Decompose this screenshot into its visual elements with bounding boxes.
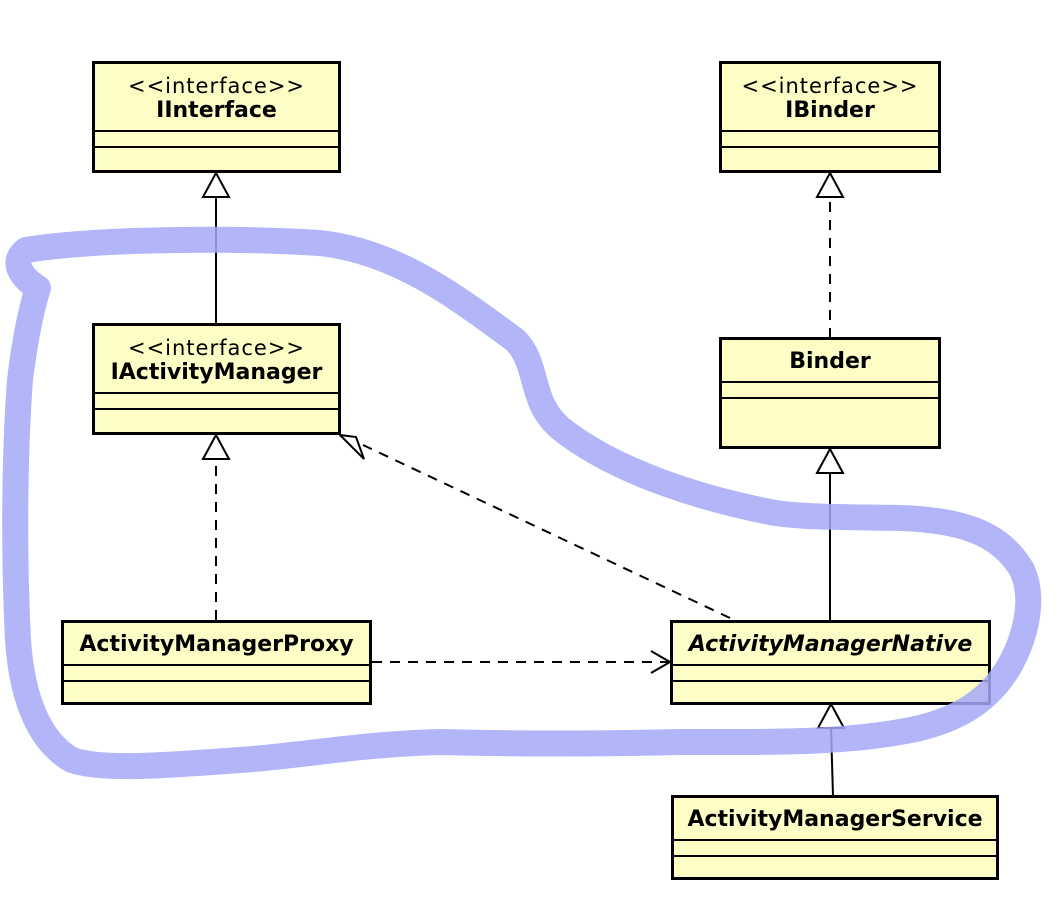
class-name: ActivityManagerProxy: [79, 632, 354, 657]
class-activitymanagerservice: ActivityManagerService: [671, 795, 999, 880]
attributes-compartment: [722, 381, 938, 397]
attributes-compartment: [64, 664, 369, 680]
attributes-compartment: [95, 130, 338, 146]
class-ibinder: <<interface>> IBinder: [719, 61, 941, 173]
hollow-arrowhead: [815, 446, 845, 474]
stereotype-label: <<interface>>: [741, 74, 919, 98]
class-name: IInterface: [156, 98, 277, 123]
operations-compartment: [64, 680, 369, 696]
class-name: IBinder: [785, 98, 875, 123]
edge-native-iactivitymanager: [362, 444, 731, 619]
attributes-compartment: [95, 392, 338, 408]
operations-compartment: [722, 397, 938, 439]
hollow-arrowhead: [816, 701, 846, 729]
stereotype-label: <<interface>>: [127, 336, 306, 360]
hollow-arrowhead: [337, 433, 365, 460]
class-binder: Binder: [719, 337, 941, 449]
hollow-arrowhead: [815, 170, 845, 198]
class-iinterface: <<interface>> IInterface: [92, 61, 341, 173]
operations-compartment: [95, 408, 338, 424]
operations-compartment: [95, 146, 338, 162]
class-iactivitymanager: <<interface>> IActivityManager: [92, 323, 341, 435]
class-activitymanagernative: ActivityManagerNative: [670, 620, 991, 705]
attributes-compartment: [673, 664, 988, 680]
attributes-compartment: [722, 130, 938, 146]
operations-compartment: [722, 146, 938, 162]
class-name: Binder: [789, 349, 871, 374]
class-name: ActivityManagerService: [687, 807, 983, 832]
edge-service-native: [830, 727, 834, 797]
class-header: ActivityManagerProxy: [64, 623, 369, 664]
class-name: ActivityManagerNative: [688, 632, 973, 657]
class-header: Binder: [722, 340, 938, 381]
class-name: IActivityManager: [110, 360, 323, 385]
class-header: <<interface>> IBinder: [722, 64, 938, 124]
attributes-compartment: [674, 839, 996, 855]
hollow-arrowhead: [201, 170, 231, 198]
hollow-arrowhead: [201, 432, 231, 460]
class-header: ActivityManagerNative: [673, 623, 988, 664]
class-header: <<interface>> IInterface: [95, 64, 338, 124]
class-activitymanagerproxy: ActivityManagerProxy: [61, 620, 372, 705]
class-header: <<interface>> IActivityManager: [95, 326, 338, 386]
stereotype-label: <<interface>>: [127, 74, 306, 98]
operations-compartment: [674, 855, 996, 871]
class-header: ActivityManagerService: [674, 798, 996, 839]
operations-compartment: [673, 680, 988, 696]
